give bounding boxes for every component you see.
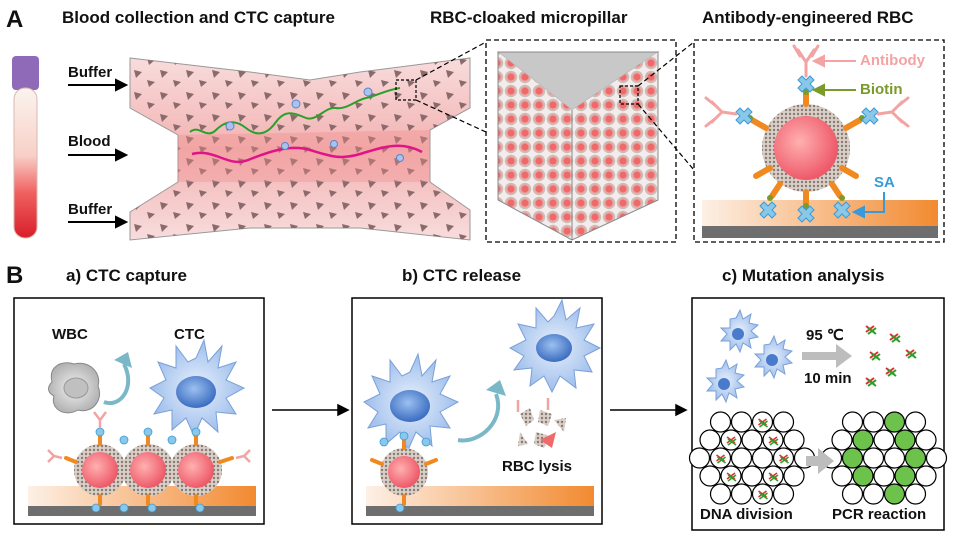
droplet bbox=[852, 465, 874, 487]
title-ctc-release: b) CTC release bbox=[402, 266, 522, 285]
analysis-box bbox=[688, 297, 948, 531]
dna-mark bbox=[769, 474, 779, 482]
droplet bbox=[831, 429, 853, 451]
release-box bbox=[351, 297, 603, 525]
droplet bbox=[904, 483, 927, 505]
dna-mark bbox=[726, 472, 736, 480]
droplet bbox=[915, 429, 937, 451]
droplet bbox=[862, 447, 885, 469]
zoom-lines-2 bbox=[637, 41, 695, 171]
blood-tube bbox=[12, 56, 39, 239]
droplet bbox=[709, 483, 732, 505]
droplet bbox=[873, 465, 895, 487]
title-micropillar: RBC-cloaked micropillar bbox=[430, 8, 628, 27]
inlet-arrows bbox=[68, 78, 129, 229]
label-antibody: Antibody bbox=[860, 52, 925, 69]
label-ctc: CTC bbox=[174, 326, 205, 343]
title-blood-collection: Blood collection and CTC capture bbox=[62, 8, 335, 27]
panel-a-letter: A bbox=[6, 6, 24, 33]
dna-mark bbox=[717, 456, 726, 464]
panel-b-letter: B bbox=[6, 262, 24, 289]
droplet bbox=[894, 429, 916, 451]
arrow-a-to-b bbox=[272, 403, 350, 417]
dna-mark bbox=[779, 454, 788, 462]
droplet bbox=[925, 447, 948, 469]
label-biotin: Biotin bbox=[860, 81, 903, 98]
dna-mark bbox=[727, 438, 737, 446]
droplet bbox=[841, 447, 864, 469]
droplet bbox=[841, 483, 864, 505]
label-dna-division: DNA division bbox=[700, 506, 793, 523]
dna-mark bbox=[727, 474, 737, 482]
label-buffer-bottom: Buffer bbox=[68, 201, 113, 218]
title-mutation-analysis: c) Mutation analysis bbox=[722, 266, 885, 285]
droplet bbox=[862, 483, 885, 505]
zoom-lines-1 bbox=[415, 41, 487, 133]
arrow-b-to-c bbox=[610, 403, 688, 417]
droplet bbox=[772, 411, 795, 433]
droplet bbox=[841, 411, 864, 433]
dna-mark bbox=[758, 418, 767, 426]
droplet bbox=[783, 429, 805, 451]
micropillar-inset bbox=[485, 39, 677, 243]
droplet bbox=[915, 465, 937, 487]
droplet bbox=[883, 411, 906, 433]
dna-mark bbox=[759, 492, 768, 500]
droplet bbox=[688, 447, 711, 469]
zoom-box-chip bbox=[395, 79, 417, 101]
dna-mark bbox=[758, 490, 767, 498]
droplet bbox=[852, 429, 874, 451]
droplet bbox=[873, 429, 895, 451]
rbc-trajectory bbox=[191, 144, 423, 164]
droplet bbox=[783, 465, 805, 487]
droplet bbox=[741, 465, 763, 487]
label-pcr-reaction: PCR reaction bbox=[832, 506, 927, 523]
dna-mark bbox=[768, 436, 778, 444]
label-time: 10 min bbox=[804, 370, 852, 387]
droplet bbox=[709, 411, 732, 433]
droplet bbox=[862, 411, 885, 433]
label-rbc-lysis: RBC lysis bbox=[502, 458, 573, 475]
rbc-inset bbox=[693, 39, 945, 243]
label-buffer-top: Buffer bbox=[68, 64, 113, 81]
droplet bbox=[699, 465, 721, 487]
droplet bbox=[751, 447, 774, 469]
droplet bbox=[883, 447, 906, 469]
capture-box bbox=[13, 297, 265, 525]
label-blood: Blood bbox=[68, 133, 111, 150]
droplet bbox=[730, 483, 753, 505]
droplet bbox=[904, 447, 927, 469]
dna-mark bbox=[780, 456, 789, 464]
captured-cells-chip bbox=[225, 87, 404, 162]
label-temperature: 95 ℃ bbox=[806, 327, 844, 344]
droplet bbox=[894, 465, 916, 487]
title-antibody-rbc: Antibody-engineered RBC bbox=[702, 8, 914, 27]
droplet bbox=[730, 447, 753, 469]
label-sa: SA bbox=[874, 174, 895, 191]
dna-mark bbox=[716, 454, 725, 462]
label-wbc: WBC bbox=[52, 326, 88, 343]
droplet bbox=[699, 429, 721, 451]
droplet bbox=[831, 465, 853, 487]
droplet bbox=[883, 483, 906, 505]
droplet bbox=[904, 411, 927, 433]
dna-mark bbox=[759, 420, 768, 428]
title-ctc-capture: a) CTC capture bbox=[66, 266, 187, 285]
droplet bbox=[741, 429, 763, 451]
dna-mark bbox=[726, 436, 736, 444]
dna-mark bbox=[768, 472, 778, 480]
ctc-trajectory bbox=[189, 87, 401, 135]
droplet bbox=[730, 411, 753, 433]
droplet bbox=[772, 483, 795, 505]
dna-mark bbox=[769, 438, 779, 446]
